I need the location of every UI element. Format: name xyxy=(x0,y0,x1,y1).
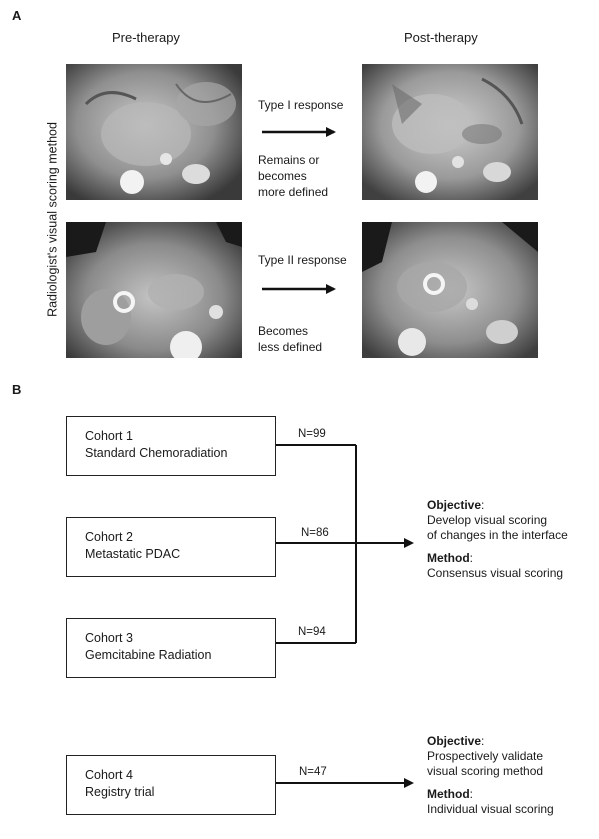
type1-desc-line2: becomes xyxy=(258,169,307,183)
group2-objective-line2: visual scoring method xyxy=(427,764,544,778)
cohort2-desc: Metastatic PDAC xyxy=(85,547,181,561)
type2-response-label: Type II response xyxy=(258,253,347,267)
type2-desc-line1: Becomes xyxy=(258,324,309,338)
group2-objective: Objective: Prospectively validate visual… xyxy=(427,734,554,816)
group1-objective-line1: Develop visual scoring xyxy=(427,513,548,527)
cohort3-box: Cohort 3 Gemcitabine Radiation xyxy=(66,618,276,678)
type2-desc-line2: less defined xyxy=(258,340,323,354)
group2-objective-label: Objective xyxy=(427,734,482,748)
side-axis-label: Radiologist's visual scoring method xyxy=(45,122,60,317)
ct-image-pre-type2 xyxy=(66,222,242,358)
cohort4-name: Cohort 4 xyxy=(85,768,133,782)
cohort1-box: Cohort 1 Standard Chemoradiation xyxy=(66,416,276,476)
type1-desc-line1: Remains or xyxy=(258,153,320,167)
cohort3-name: Cohort 3 xyxy=(85,631,133,645)
group1-objective-line2: of changes in the interface xyxy=(427,528,568,542)
cohort3-n: N=94 xyxy=(298,626,326,638)
type1-desc-line3: more defined xyxy=(258,185,329,199)
cohort4-n: N=47 xyxy=(299,766,327,778)
pre-therapy-title: Pre-therapy xyxy=(112,30,180,45)
cohort2-n: N=86 xyxy=(301,527,329,539)
cohort2-name: Cohort 2 xyxy=(85,530,133,544)
group1-method-label: Method xyxy=(427,551,470,565)
cohort4-box: Cohort 4 Registry trial xyxy=(66,755,276,815)
panel-b-label: B xyxy=(12,382,22,397)
cohort4-desc: Registry trial xyxy=(85,785,155,799)
group2-method-label: Method xyxy=(427,787,470,801)
type1-response-label: Type I response xyxy=(258,98,344,112)
group2-method-text: Individual visual scoring xyxy=(427,802,554,816)
cohort3-desc: Gemcitabine Radiation xyxy=(85,648,212,662)
ct-image-post-type2 xyxy=(362,222,538,358)
group2-objective-line1: Prospectively validate xyxy=(427,749,544,763)
group1-objective: Objective: Develop visual scoring of cha… xyxy=(427,498,568,580)
post-therapy-title: Post-therapy xyxy=(404,30,478,45)
cohort1-desc: Standard Chemoradiation xyxy=(85,446,228,460)
group1-method-text: Consensus visual scoring xyxy=(427,566,564,580)
panel-a-label: A xyxy=(12,8,22,23)
ct-image-post-type1 xyxy=(362,64,538,200)
ct-image-pre-type1 xyxy=(66,64,242,200)
cohort2-box: Cohort 2 Metastatic PDAC xyxy=(66,517,276,577)
cohort1-name: Cohort 1 xyxy=(85,429,133,443)
group1-objective-label: Objective xyxy=(427,498,482,512)
cohort1-n: N=99 xyxy=(298,428,326,440)
